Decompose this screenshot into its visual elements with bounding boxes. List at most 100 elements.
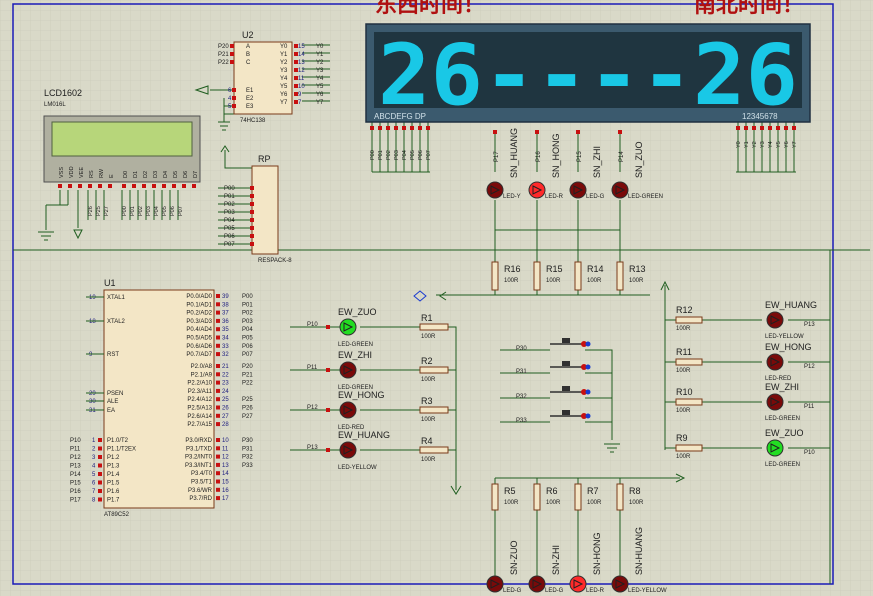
resistor[interactable] bbox=[675, 316, 703, 324]
resistor-name: R9 bbox=[676, 433, 688, 443]
lcd-pin-name: D5 bbox=[173, 171, 179, 178]
resistor-name: R1 bbox=[421, 313, 433, 323]
resistor[interactable] bbox=[419, 446, 449, 454]
u1-pin-name: P1.0/T2 bbox=[107, 438, 129, 444]
display-digit-pin-label: Y3 bbox=[760, 141, 766, 148]
pin-marker bbox=[792, 126, 796, 130]
led-type: LED-G bbox=[503, 588, 522, 594]
led-body bbox=[569, 181, 587, 199]
pin-marker bbox=[132, 184, 136, 188]
switch-dot bbox=[585, 364, 591, 370]
led-ew_zhi[interactable] bbox=[766, 393, 784, 411]
pin-marker bbox=[172, 184, 176, 188]
chip-u1[interactable]: U1 AT89C52 bbox=[103, 278, 215, 518]
pin-marker bbox=[98, 497, 102, 502]
pin-marker bbox=[760, 126, 764, 130]
pin-marker bbox=[326, 408, 330, 412]
u1-pin-name: P3.3/INT1 bbox=[185, 463, 213, 469]
resistor-value: 100R bbox=[421, 417, 436, 423]
rp-net-label: P06 bbox=[224, 234, 235, 240]
switch-cap bbox=[562, 338, 570, 343]
u1-pin-net: P25 bbox=[242, 397, 253, 403]
resistor[interactable] bbox=[675, 444, 703, 452]
led-sn-zuo[interactable] bbox=[486, 575, 504, 593]
led-type: LED-G bbox=[545, 588, 564, 594]
switch-net-label: P33 bbox=[516, 418, 527, 424]
u1-pin-name: P0.5/AD5 bbox=[186, 336, 212, 342]
led-sn-hong[interactable] bbox=[569, 575, 587, 593]
pin-marker bbox=[216, 380, 220, 385]
led-sn_hong[interactable] bbox=[528, 181, 546, 199]
pin-marker bbox=[402, 126, 406, 130]
switch-dot bbox=[585, 389, 591, 395]
u1-pin-num: 17 bbox=[222, 496, 229, 502]
resistor[interactable] bbox=[491, 261, 499, 291]
led-name: SN-HUANG bbox=[634, 527, 644, 575]
resistor[interactable] bbox=[419, 406, 449, 414]
right-arrow-icon bbox=[675, 473, 686, 483]
led-sn-zhi[interactable] bbox=[528, 575, 546, 593]
led-body bbox=[339, 401, 357, 419]
u1-pin-num: 33 bbox=[222, 344, 229, 350]
display-segment-pin-label: P04 bbox=[402, 150, 408, 160]
resistor[interactable] bbox=[491, 483, 499, 511]
resistor[interactable] bbox=[419, 323, 449, 331]
led-ew_hong[interactable] bbox=[766, 353, 784, 371]
u1-pin-num: 2 bbox=[92, 447, 96, 453]
resistor-name: R11 bbox=[676, 347, 692, 357]
resistor[interactable] bbox=[419, 366, 449, 374]
u1-pin-name: P1.3 bbox=[107, 464, 120, 470]
led-ew_huang[interactable] bbox=[766, 311, 784, 329]
led-sn-huang[interactable] bbox=[611, 575, 629, 593]
led-ew_hong[interactable] bbox=[339, 401, 357, 419]
resistor[interactable] bbox=[675, 358, 703, 366]
resistor[interactable] bbox=[675, 398, 703, 406]
switch-p33[interactable] bbox=[550, 410, 591, 419]
pin-marker bbox=[216, 487, 220, 492]
chip-u2[interactable]: U2 74HC138 bbox=[233, 30, 293, 124]
lcd-pin-name: VDD bbox=[69, 166, 75, 178]
u2-output-net: Y5 bbox=[316, 84, 324, 90]
resistor-value: 100R bbox=[421, 457, 436, 463]
seven-segment-display[interactable]: 26----26 ABCDEFG DP 12345678 bbox=[365, 23, 811, 124]
probe-icon bbox=[413, 290, 427, 302]
u2-output-num: 9 bbox=[298, 92, 302, 98]
switch-p31[interactable] bbox=[550, 361, 591, 370]
u1-pin-num: 4 bbox=[92, 464, 96, 470]
led-name: SN_ZUO bbox=[634, 141, 644, 178]
led-type: LED-R bbox=[545, 194, 564, 200]
led-body bbox=[339, 318, 357, 336]
u2-enable-pin: E2 bbox=[246, 96, 254, 102]
resistor-pack-rp[interactable]: RP RESPACK-8 bbox=[251, 154, 292, 264]
resistor[interactable] bbox=[574, 483, 582, 511]
led-ew_zhi[interactable] bbox=[339, 361, 357, 379]
switch-p32[interactable] bbox=[550, 386, 591, 395]
led-ew_zuo[interactable] bbox=[766, 439, 784, 457]
led-body bbox=[766, 353, 784, 371]
resistor-value: 100R bbox=[629, 500, 644, 506]
display-segment-labels: ABCDEFG DP bbox=[374, 112, 426, 121]
u2-output-net: Y4 bbox=[316, 76, 324, 82]
resistor[interactable] bbox=[533, 261, 541, 291]
display-segment-pin-label: P07 bbox=[426, 150, 432, 160]
u1-p1-net: P13 bbox=[70, 464, 81, 470]
resistor[interactable] bbox=[616, 261, 624, 291]
led-sn_zuo[interactable] bbox=[611, 181, 629, 199]
led-ew_huang[interactable] bbox=[339, 441, 357, 459]
led-body bbox=[766, 393, 784, 411]
led-sn_zhi[interactable] bbox=[569, 181, 587, 199]
led-sn_huang[interactable] bbox=[486, 181, 504, 199]
lcd-module[interactable]: LCD1602 LM016L bbox=[43, 88, 201, 183]
u1-pin-net: P06 bbox=[242, 344, 253, 350]
lcd-net-label: P26 bbox=[88, 206, 94, 216]
resistor[interactable] bbox=[574, 261, 582, 291]
switch-p30[interactable] bbox=[550, 338, 591, 347]
resistor[interactable] bbox=[616, 483, 624, 511]
pin-marker bbox=[250, 218, 254, 222]
resistor[interactable] bbox=[533, 483, 541, 511]
u1-pin-name: P1.2 bbox=[107, 455, 120, 461]
resistor-name: R8 bbox=[629, 486, 641, 496]
led-ew_zuo[interactable] bbox=[339, 318, 357, 336]
title-north-south: 南北时间！ bbox=[694, 0, 804, 17]
